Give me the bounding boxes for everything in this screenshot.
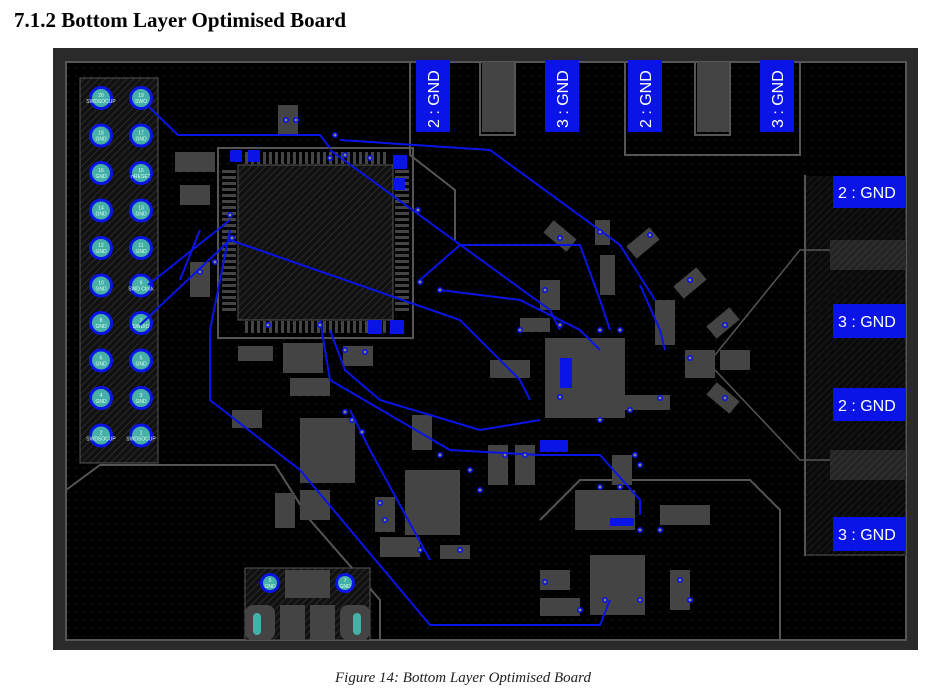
svg-text:GND: GND [95, 324, 107, 330]
components [175, 105, 750, 616]
svg-text:8: 8 [100, 318, 103, 324]
svg-text:7: 7 [344, 578, 347, 584]
svg-text:10: 10 [98, 281, 104, 287]
svg-text:1: 1 [140, 431, 143, 437]
svg-text:GND: GND [95, 174, 107, 180]
gnd-label: 3 : GND [838, 314, 896, 331]
svg-text:GND: GND [339, 584, 351, 590]
svg-text:15: 15 [138, 168, 144, 174]
svg-text:SWD Clock: SWD Clock [128, 287, 154, 293]
gnd-label: 3 : GND [770, 70, 787, 128]
svg-text:GND: GND [95, 249, 107, 255]
svg-text:SWDSOCUP: SWDSOCUP [86, 437, 116, 443]
svg-text:SWDSOCUP: SWDSOCUP [126, 437, 156, 443]
svg-text:6: 6 [100, 356, 103, 362]
mcu-footprint [217, 147, 414, 339]
pad-strip [697, 62, 729, 132]
svg-text:2: 2 [100, 431, 103, 437]
svg-text:SWDIO: SWDIO [133, 324, 150, 330]
section-title: 7.1.2 Bottom Layer Optimised Board [14, 8, 347, 32]
gnd-label: 2 : GND [426, 70, 443, 128]
svg-text:17: 17 [138, 131, 144, 137]
mcu-body [237, 164, 394, 321]
svg-text:4: 4 [100, 393, 103, 399]
svg-text:GND: GND [95, 287, 107, 293]
svg-text:GND: GND [135, 399, 147, 405]
gnd-label: 2 : GND [838, 398, 896, 415]
svg-text:5: 5 [269, 578, 272, 584]
svg-text:12: 12 [98, 243, 104, 249]
svg-text:nRESET: nRESET [131, 174, 150, 180]
svg-text:3: 3 [140, 393, 143, 399]
svg-text:13: 13 [138, 206, 144, 212]
svg-text:16: 16 [98, 168, 104, 174]
svg-text:9: 9 [140, 281, 143, 287]
svg-text:GND: GND [135, 362, 147, 368]
svg-text:GND: GND [264, 584, 276, 590]
svg-text:14: 14 [98, 206, 104, 212]
figure-caption: Figure 14: Bottom Layer Optimised Board [335, 670, 591, 686]
pad-strip [482, 62, 514, 132]
gnd-labels-right: 2 : GND 3 : GND 2 : GND 3 : GND [833, 176, 906, 551]
gnd-label: 2 : GND [838, 185, 896, 202]
svg-text:18: 18 [98, 131, 104, 137]
svg-text:GND: GND [95, 137, 107, 143]
gnd-label: 3 : GND [838, 527, 896, 544]
svg-text:SWO: SWO [135, 99, 147, 105]
svg-text:GND: GND [135, 212, 147, 218]
svg-text:7: 7 [140, 318, 143, 324]
gnd-labels-top: 2 : GND 3 : GND 2 : GND 3 : GND [416, 60, 794, 132]
svg-text:GND: GND [135, 249, 147, 255]
svg-text:GND: GND [95, 212, 107, 218]
svg-text:GND: GND [135, 137, 147, 143]
svg-text:SWDSOCUP: SWDSOCUP [86, 99, 116, 105]
gnd-label: 2 : GND [638, 70, 655, 128]
svg-text:GND: GND [95, 362, 107, 368]
copper-traces [139, 104, 666, 626]
svg-text:GND: GND [95, 399, 107, 405]
gnd-label: 3 : GND [555, 70, 572, 128]
svg-text:20: 20 [98, 93, 104, 99]
pcb-layout-image: 20SWDSOCUP18GND16GND14GND12GND10GND8GND6… [53, 48, 918, 650]
debug-header-pads: 20SWDSOCUP18GND16GND14GND12GND10GND8GND6… [86, 86, 156, 448]
svg-text:11: 11 [138, 243, 143, 249]
svg-text:19: 19 [138, 93, 144, 99]
svg-text:5: 5 [140, 356, 143, 362]
